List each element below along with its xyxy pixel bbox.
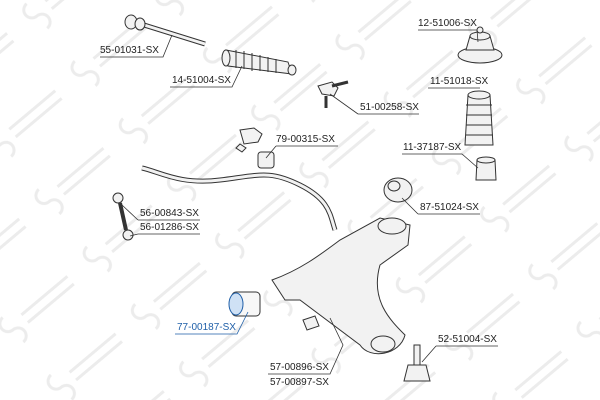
part-label-steering-boot[interactable]: 14-51004-SX [172, 75, 231, 86]
arm-bushing-front-shape [228, 291, 261, 317]
control-arm-shape [271, 217, 411, 355]
part-label-strut-mount[interactable]: 12-51006-SX [418, 18, 477, 29]
dust-boot-shape [464, 90, 494, 146]
part-label-dust-boot[interactable]: 11-51018-SX [430, 76, 489, 87]
ball-joint-shape [403, 344, 431, 382]
part-label-control-arm-a[interactable]: 57-00896-SX [270, 362, 329, 373]
stabilizer-bushing-shape [235, 127, 275, 169]
stabilizer-link-shape [112, 192, 134, 241]
tie-rod-end-shape [317, 80, 349, 108]
highlight-leader-line [175, 311, 249, 335]
part-label-ball-joint[interactable]: 52-51004-SX [438, 334, 497, 345]
part-label-tie-rod[interactable]: 55-01031-SX [100, 45, 159, 56]
part-label-arm-bushing-rear[interactable]: 87-51024-SX [420, 202, 479, 213]
part-label-arm-bushing-front[interactable]: 77-00187-SX [177, 322, 236, 333]
tie-rod-shape [124, 14, 206, 47]
strut-mount-shape [457, 26, 503, 64]
part-label-tie-rod-end[interactable]: 51-00258-SX [360, 102, 419, 113]
bump-stop-shape [475, 156, 497, 181]
part-label-stabilizer-link-a[interactable]: 56-00843-SX [140, 208, 199, 219]
leader-lines [100, 29, 498, 375]
arm-bushing-rear-shape [383, 177, 413, 203]
steering-boot-shape [221, 49, 297, 76]
part-label-control-arm-b[interactable]: 57-00897-SX [270, 377, 329, 388]
part-label-stabilizer-link-b[interactable]: 56-01286-SX [140, 222, 199, 233]
part-label-stabilizer-bushing[interactable]: 79-00315-SX [276, 134, 335, 145]
part-label-bump-stop[interactable]: 11-37187-SX [403, 142, 462, 153]
